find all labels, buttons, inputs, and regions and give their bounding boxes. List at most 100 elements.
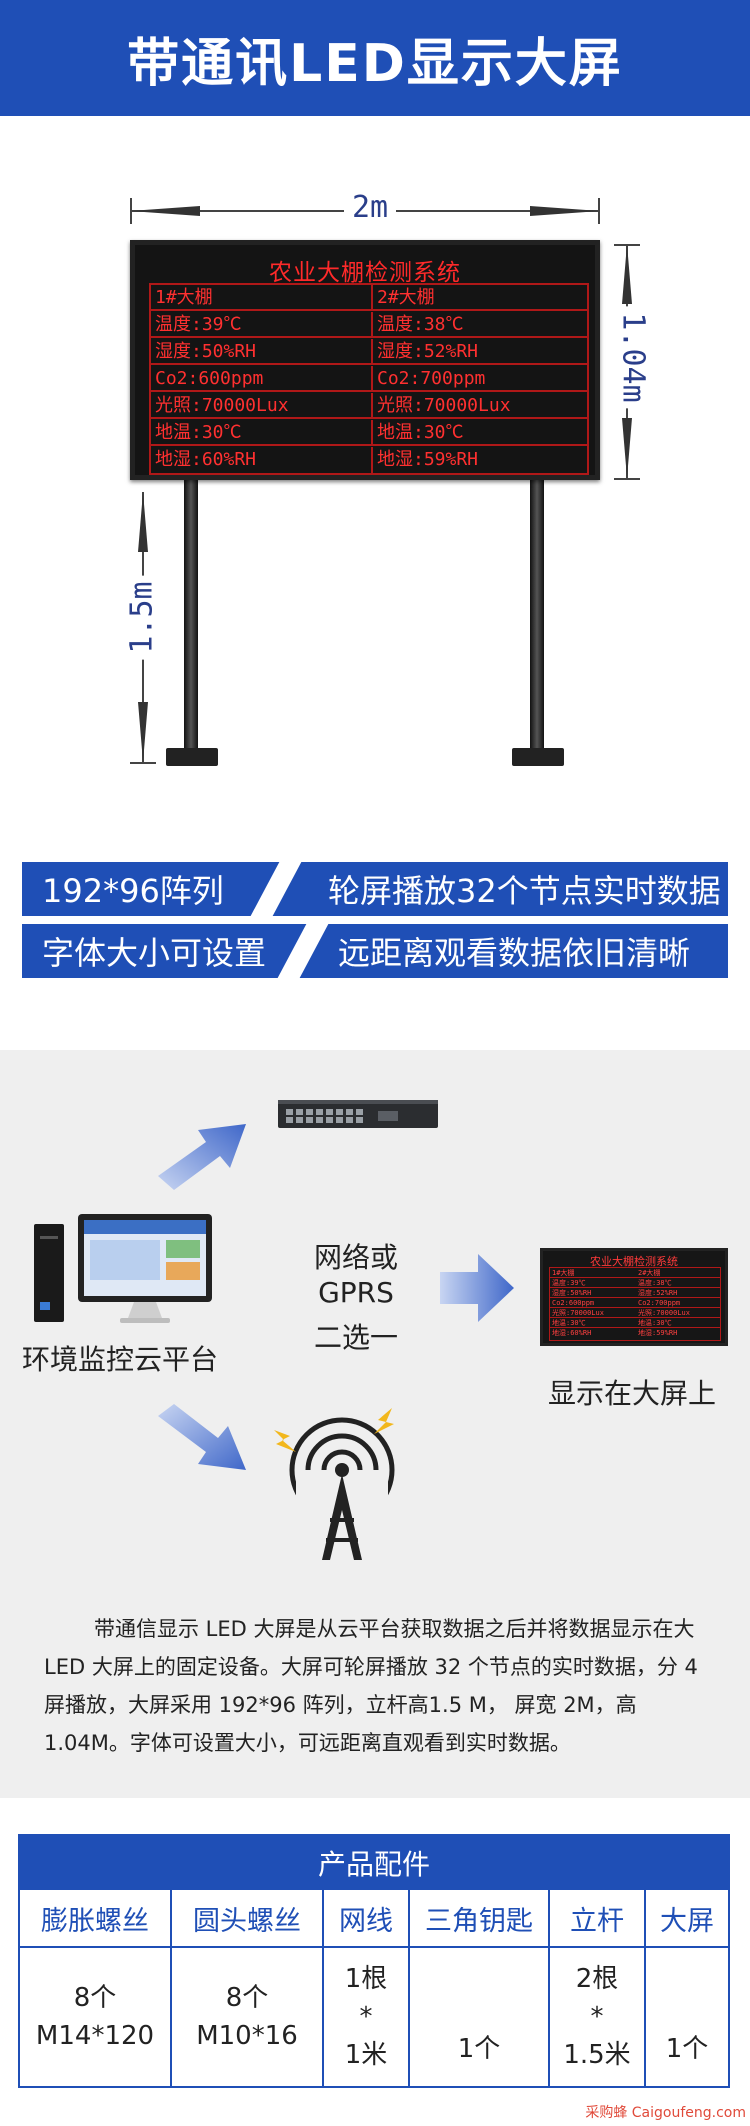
- mini-led-row: 1#大棚 2#大棚: [550, 1268, 720, 1278]
- led-cell: 地湿:60%RH: [155, 449, 257, 470]
- network-switch-icon: [278, 1100, 438, 1128]
- feature-font: 字体大小可设置: [42, 934, 267, 972]
- cell-line: 8个: [73, 1983, 117, 2013]
- cell-line: M14*120: [35, 2021, 155, 2051]
- page-title: 带通讯LED显示大屏: [127, 33, 623, 94]
- table-cell: 8个 M10*16: [172, 1948, 324, 2086]
- mini-led-cell: 光照:70000Lux: [552, 1309, 604, 1317]
- feature-distance: 远距离观看数据依旧清晰: [338, 934, 691, 972]
- column-header: 三角钥匙: [410, 1890, 550, 1948]
- mini-led-cell: 地温:30℃: [552, 1319, 586, 1327]
- column-header: 膨胀螺丝: [20, 1890, 172, 1948]
- led-row: 1#大棚 2#大棚: [151, 285, 587, 311]
- feature-bar-1: 192*96阵列 轮屏播放32个节点实时数据: [22, 862, 728, 916]
- led-cell: 湿度:50%RH: [155, 341, 257, 362]
- arrow-down-right-icon: [158, 1404, 246, 1470]
- cell-line: *: [590, 2002, 604, 2032]
- cell-line: 1根: [344, 1964, 388, 1994]
- description-text: 带通信显示 LED 大屏是从云平台获取数据之后并将数据显示在大 LED 大屏上的…: [44, 1617, 698, 1755]
- led-title: 农业大棚检测系统: [269, 260, 461, 286]
- cell-line: M10*16: [196, 2021, 298, 2051]
- led-cell: 温度:39℃: [155, 314, 242, 335]
- network-line-3: 二选一: [313, 1321, 398, 1354]
- led-row: 地湿:60%RH 地湿:59%RH: [151, 447, 587, 473]
- led-cell: 地温:30℃: [371, 420, 464, 446]
- pole-label: 1.5m: [124, 575, 160, 660]
- arrow-right-icon: [440, 1254, 514, 1322]
- left-pole: [184, 478, 198, 758]
- led-row: Co2:600ppm Co2:700ppm: [151, 366, 587, 392]
- led-cell: Co2:700ppm: [371, 366, 485, 392]
- mini-led-row: 光照:70000Lux 光照:70000Lux: [550, 1308, 720, 1318]
- mini-led-cell: 湿度:50%RH: [552, 1289, 592, 1297]
- radio-tower-icon: [274, 1408, 395, 1564]
- mini-led-cell: 温度:39℃: [552, 1279, 586, 1287]
- height-label: 1.04m: [615, 306, 651, 409]
- cell-line: 1米: [344, 2040, 388, 2070]
- feature-bar-2: 字体大小可设置 远距离观看数据依旧清晰: [22, 924, 728, 978]
- mini-led-cell: 1#大棚: [552, 1269, 575, 1277]
- info-section: [0, 1050, 750, 1798]
- led-row: 湿度:50%RH 湿度:52%RH: [151, 339, 587, 365]
- table-title: 产品配件: [20, 1836, 728, 1890]
- column-header: 大屏: [646, 1890, 728, 1948]
- cell-line: 1个: [457, 2034, 501, 2064]
- mini-led-cell: 湿度:52%RH: [638, 1289, 678, 1297]
- feature-array: 192*96阵列: [42, 872, 224, 910]
- table-cell: 8个 M14*120: [20, 1948, 172, 2086]
- led-cell: 温度:38℃: [371, 312, 464, 338]
- watermark: 采购蜂 Caigoufeng.com: [585, 2105, 746, 2121]
- cell-line: *: [359, 2002, 373, 2032]
- parts-table: 产品配件 膨胀螺丝 圆头螺丝 网线 三角钥匙 立杆 大屏 8个 M14*120 …: [18, 1834, 730, 2088]
- mini-led-title: 农业大棚检测系统: [590, 1255, 678, 1268]
- led-cell: 光照:70000Lux: [371, 393, 511, 419]
- network-line-1: 网络或: [313, 1241, 398, 1274]
- led-row: 温度:39℃ 温度:38℃: [151, 312, 587, 338]
- column-header: 立杆: [550, 1890, 646, 1948]
- table-cell: 1个: [646, 1948, 728, 2086]
- column-header: 网线: [324, 1890, 410, 1948]
- feature-rotation: 轮屏播放32个节点实时数据: [328, 872, 721, 910]
- height-arrows-icon: [622, 244, 632, 478]
- width-label: 2m: [344, 190, 397, 225]
- led-grid: 1#大棚 2#大棚 温度:39℃ 温度:38℃ 湿度:50%RH 湿度:52%RH C…: [149, 283, 589, 475]
- mini-led-cell: 地湿:59%RH: [638, 1329, 678, 1337]
- mini-led-grid: 1#大棚 2#大棚 温度:39℃ 温度:38℃ 湿度:50%RH 湿度:52%RH C…: [549, 1267, 721, 1341]
- mini-led-cell: Co2:700ppm: [638, 1299, 681, 1307]
- cell-line: 8个: [225, 1983, 269, 2013]
- mini-led-cell: 2#大棚: [638, 1269, 661, 1277]
- mini-led-cell: 光照:70000Lux: [638, 1309, 690, 1317]
- led-cell: Co2:600ppm: [155, 368, 264, 389]
- left-base: [166, 748, 218, 766]
- right-base: [512, 748, 564, 766]
- arrow-up-right-icon: [158, 1124, 246, 1190]
- led-cell: 2#大棚: [371, 285, 435, 311]
- cell-line: 1.5米: [563, 2040, 631, 2070]
- led-cell: 地湿:59%RH: [371, 447, 478, 473]
- width-arrows-icon: [130, 206, 600, 216]
- mini-led-row: 湿度:50%RH 湿度:52%RH: [550, 1288, 720, 1298]
- right-pole: [530, 478, 544, 758]
- network-line-2: GPRS: [318, 1276, 394, 1309]
- mini-led-row: Co2:600ppm Co2:700ppm: [550, 1298, 720, 1308]
- header-banner: 带通讯LED显示大屏: [0, 0, 750, 116]
- led-cell: 湿度:52%RH: [371, 339, 478, 365]
- mini-led-row: 地湿:60%RH 地湿:59%RH: [550, 1328, 720, 1338]
- led-cell: 地温:30℃: [155, 422, 242, 443]
- led-cell: 1#大棚: [155, 287, 213, 308]
- column-header: 圆头螺丝: [172, 1890, 324, 1948]
- pole-arrows-icon: [138, 492, 148, 762]
- mini-led-cell: 温度:38℃: [638, 1279, 672, 1287]
- table-cell: 1个: [410, 1948, 550, 2086]
- cell-line: 2根: [575, 1964, 619, 1994]
- computer-icon: [34, 1214, 212, 1323]
- cell-line: 1个: [665, 2034, 709, 2064]
- mini-led-row: 温度:39℃ 温度:38℃: [550, 1278, 720, 1288]
- mini-led-cell: Co2:600ppm: [552, 1299, 595, 1307]
- mini-led-cell: 地湿:60%RH: [552, 1329, 592, 1337]
